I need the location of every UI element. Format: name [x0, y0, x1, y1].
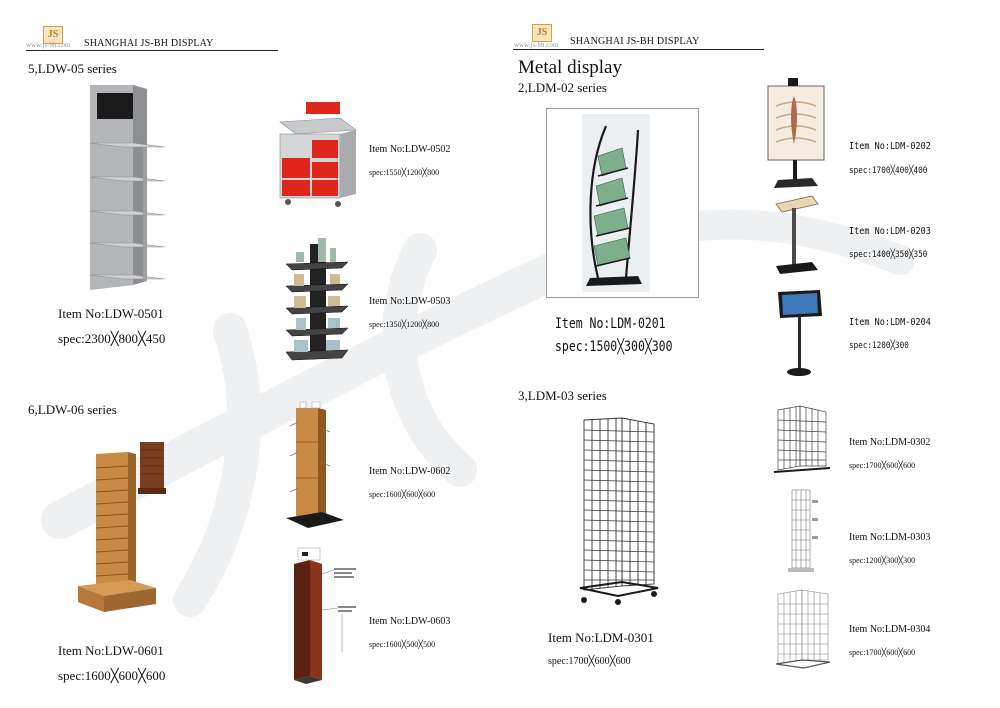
item-spec: spec:1600╳600╳600	[369, 490, 436, 499]
item-number: Item No:LDW-0502	[369, 144, 451, 155]
item-spec: spec:1700╳600╳600	[548, 656, 631, 667]
header-rule-right	[513, 49, 764, 50]
header-rule-left	[26, 50, 278, 51]
company-logo-right: JS	[532, 24, 552, 42]
item-number: Item No:LDM-0302	[849, 437, 931, 448]
series-heading-ldm02: 2,LDM-02 series	[518, 80, 607, 95]
item-number: Item No:LDW-0501	[58, 306, 164, 321]
series-heading-ldw05: 5,LDW-05 series	[28, 61, 117, 76]
item-number: Item No:LDM-0303	[849, 532, 931, 543]
company-name-right: SHANGHAI JS-BH DISPLAY	[570, 36, 700, 47]
item-spec: spec:1200╳300╳300	[849, 556, 916, 565]
product-image-ldw0603	[294, 547, 356, 684]
page-title: Metal display	[518, 57, 622, 78]
item-number: Item No:LDM-0301	[548, 630, 654, 645]
product-image-ldw0601	[78, 442, 166, 612]
product-image-ldw0501	[89, 85, 166, 290]
item-spec: spec:1600╳500╳500	[369, 640, 436, 649]
item-spec: spec:1500╳300╳300	[555, 339, 673, 355]
item-spec: spec:1200╳300	[849, 341, 909, 351]
item-spec: spec:1600╳600╳600	[58, 668, 166, 683]
series-heading-ldw06: 6,LDW-06 series	[28, 402, 117, 417]
item-spec: spec:1700╳600╳600	[849, 461, 916, 470]
item-spec: spec:1700╳400╳400	[849, 166, 928, 176]
item-number: Item No:LDM-0304	[849, 624, 931, 635]
company-logo-left: JS	[43, 26, 63, 44]
item-number: Item No:LDW-0601	[58, 643, 164, 658]
product-image-ldm0303	[788, 489, 818, 572]
website-url-left: www.js-bh.com	[26, 41, 71, 49]
product-image-ldw0503	[285, 238, 349, 361]
item-spec: spec:2300╳800╳450	[58, 331, 166, 346]
product-image-ldm0204	[778, 290, 822, 376]
website-url-right: www.js-bh.com	[514, 41, 559, 49]
product-image-ldw0602	[286, 401, 344, 528]
item-spec: spec:1550╳1200╳800	[369, 168, 440, 177]
product-image-ldm0202	[767, 78, 825, 188]
product-image-ldm0301	[579, 417, 659, 605]
item-number: Item No:LDM-0201	[555, 316, 666, 332]
item-spec: spec:1350╳1200╳800	[369, 320, 440, 329]
company-name-left: SHANGHAI JS-BH DISPLAY	[84, 38, 214, 49]
item-spec: spec:1700╳600╳600	[849, 648, 916, 657]
product-image-ldm0203	[775, 195, 819, 274]
item-number: Item No:LDW-0602	[369, 466, 451, 477]
product-image-ldm0304	[775, 589, 831, 669]
item-spec: spec:1400╳350╳350	[849, 250, 928, 260]
series-heading-ldm03: 3,LDM-03 series	[518, 388, 607, 403]
product-image-ldm0201	[546, 108, 699, 298]
item-number: Item No:LDW-0503	[369, 296, 451, 307]
product-image-ldm0302	[773, 405, 831, 473]
product-image-ldw0502	[279, 102, 357, 207]
item-number: Item No:LDM-0202	[849, 141, 931, 152]
item-number: Item No:LDM-0204	[849, 317, 931, 328]
item-number: Item No:LDM-0203	[849, 226, 931, 237]
item-number: Item No:LDW-0603	[369, 616, 451, 627]
